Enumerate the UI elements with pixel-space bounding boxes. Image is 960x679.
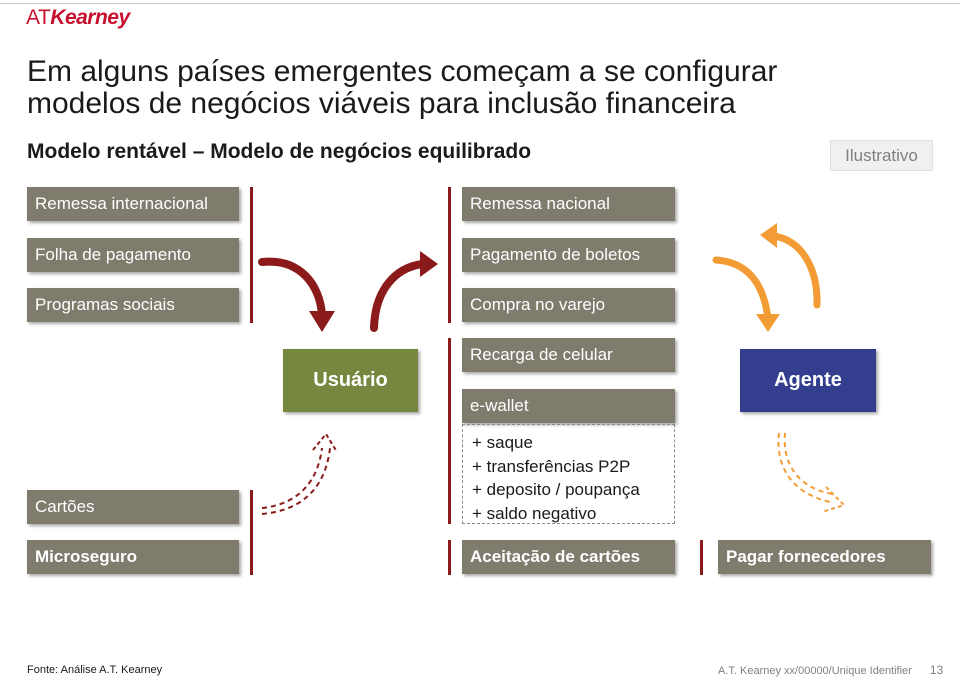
illustrative-badge: Ilustrativo [830, 140, 933, 171]
box-remessa-internacional: Remessa internacional [27, 187, 239, 221]
middle-top-separator [448, 187, 451, 323]
footer-meta: A.T. Kearney xx/00000/Unique Identifier 1… [718, 663, 943, 677]
box-e-wallet: e-wallet [462, 389, 675, 423]
middle-bottom-separator [448, 540, 451, 575]
dashed-arrow-agente-down [777, 432, 846, 513]
arrow-income-to-user [258, 257, 335, 332]
dashed-arrow-cards-to-user [261, 432, 338, 515]
atkearney-logo: ATKearney [26, 6, 130, 29]
box-compra-varejo: Compra no varejo [462, 288, 675, 322]
box-programas-sociais: Programas sociais [27, 288, 239, 322]
right-separator [700, 540, 703, 575]
middle-center-separator [448, 338, 451, 524]
footer-identifier: A.T. Kearney xx/00000/Unique Identifier [718, 665, 912, 677]
page-subtitle: Modelo rentável – Modelo de negócios equ… [27, 140, 532, 163]
page-title: Em alguns países emergentes começam a se… [27, 55, 778, 120]
agente-node: Agente [740, 349, 876, 412]
box-cartoes: Cartões [27, 490, 239, 524]
box-pagar-fornecedores: Pagar fornecedores [718, 540, 931, 574]
extra-item: + saldo negativo [472, 503, 597, 523]
top-rule [0, 3, 960, 4]
extra-item: + saque [472, 433, 533, 452]
box-pagamento-boletos: Pagamento de boletos [462, 238, 675, 272]
arrow-from-agente [760, 223, 821, 309]
arrow-user-to-payments [370, 251, 438, 332]
usuario-node: Usuário [283, 349, 418, 412]
footer-source: Fonte: Análise A.T. Kearney [27, 664, 163, 676]
extra-item: + transferências P2P [472, 456, 631, 476]
page-number: 13 [929, 663, 944, 677]
extra-item: + deposito / poupança [472, 480, 640, 499]
box-recarga-celular: Recarga de celular [462, 338, 675, 372]
box-aceitacao-cartoes: Aceitação de cartões [462, 540, 675, 574]
arrow-to-agente [712, 256, 780, 332]
box-remessa-nacional: Remessa nacional [462, 187, 675, 221]
box-microseguro: Microseguro [27, 540, 239, 574]
left-top-separator [250, 187, 253, 323]
left-bottom-separator [250, 490, 253, 575]
box-folha-pagamento: Folha de pagamento [27, 238, 239, 272]
extras-list: + saque + transferências P2P + deposito … [462, 424, 675, 524]
